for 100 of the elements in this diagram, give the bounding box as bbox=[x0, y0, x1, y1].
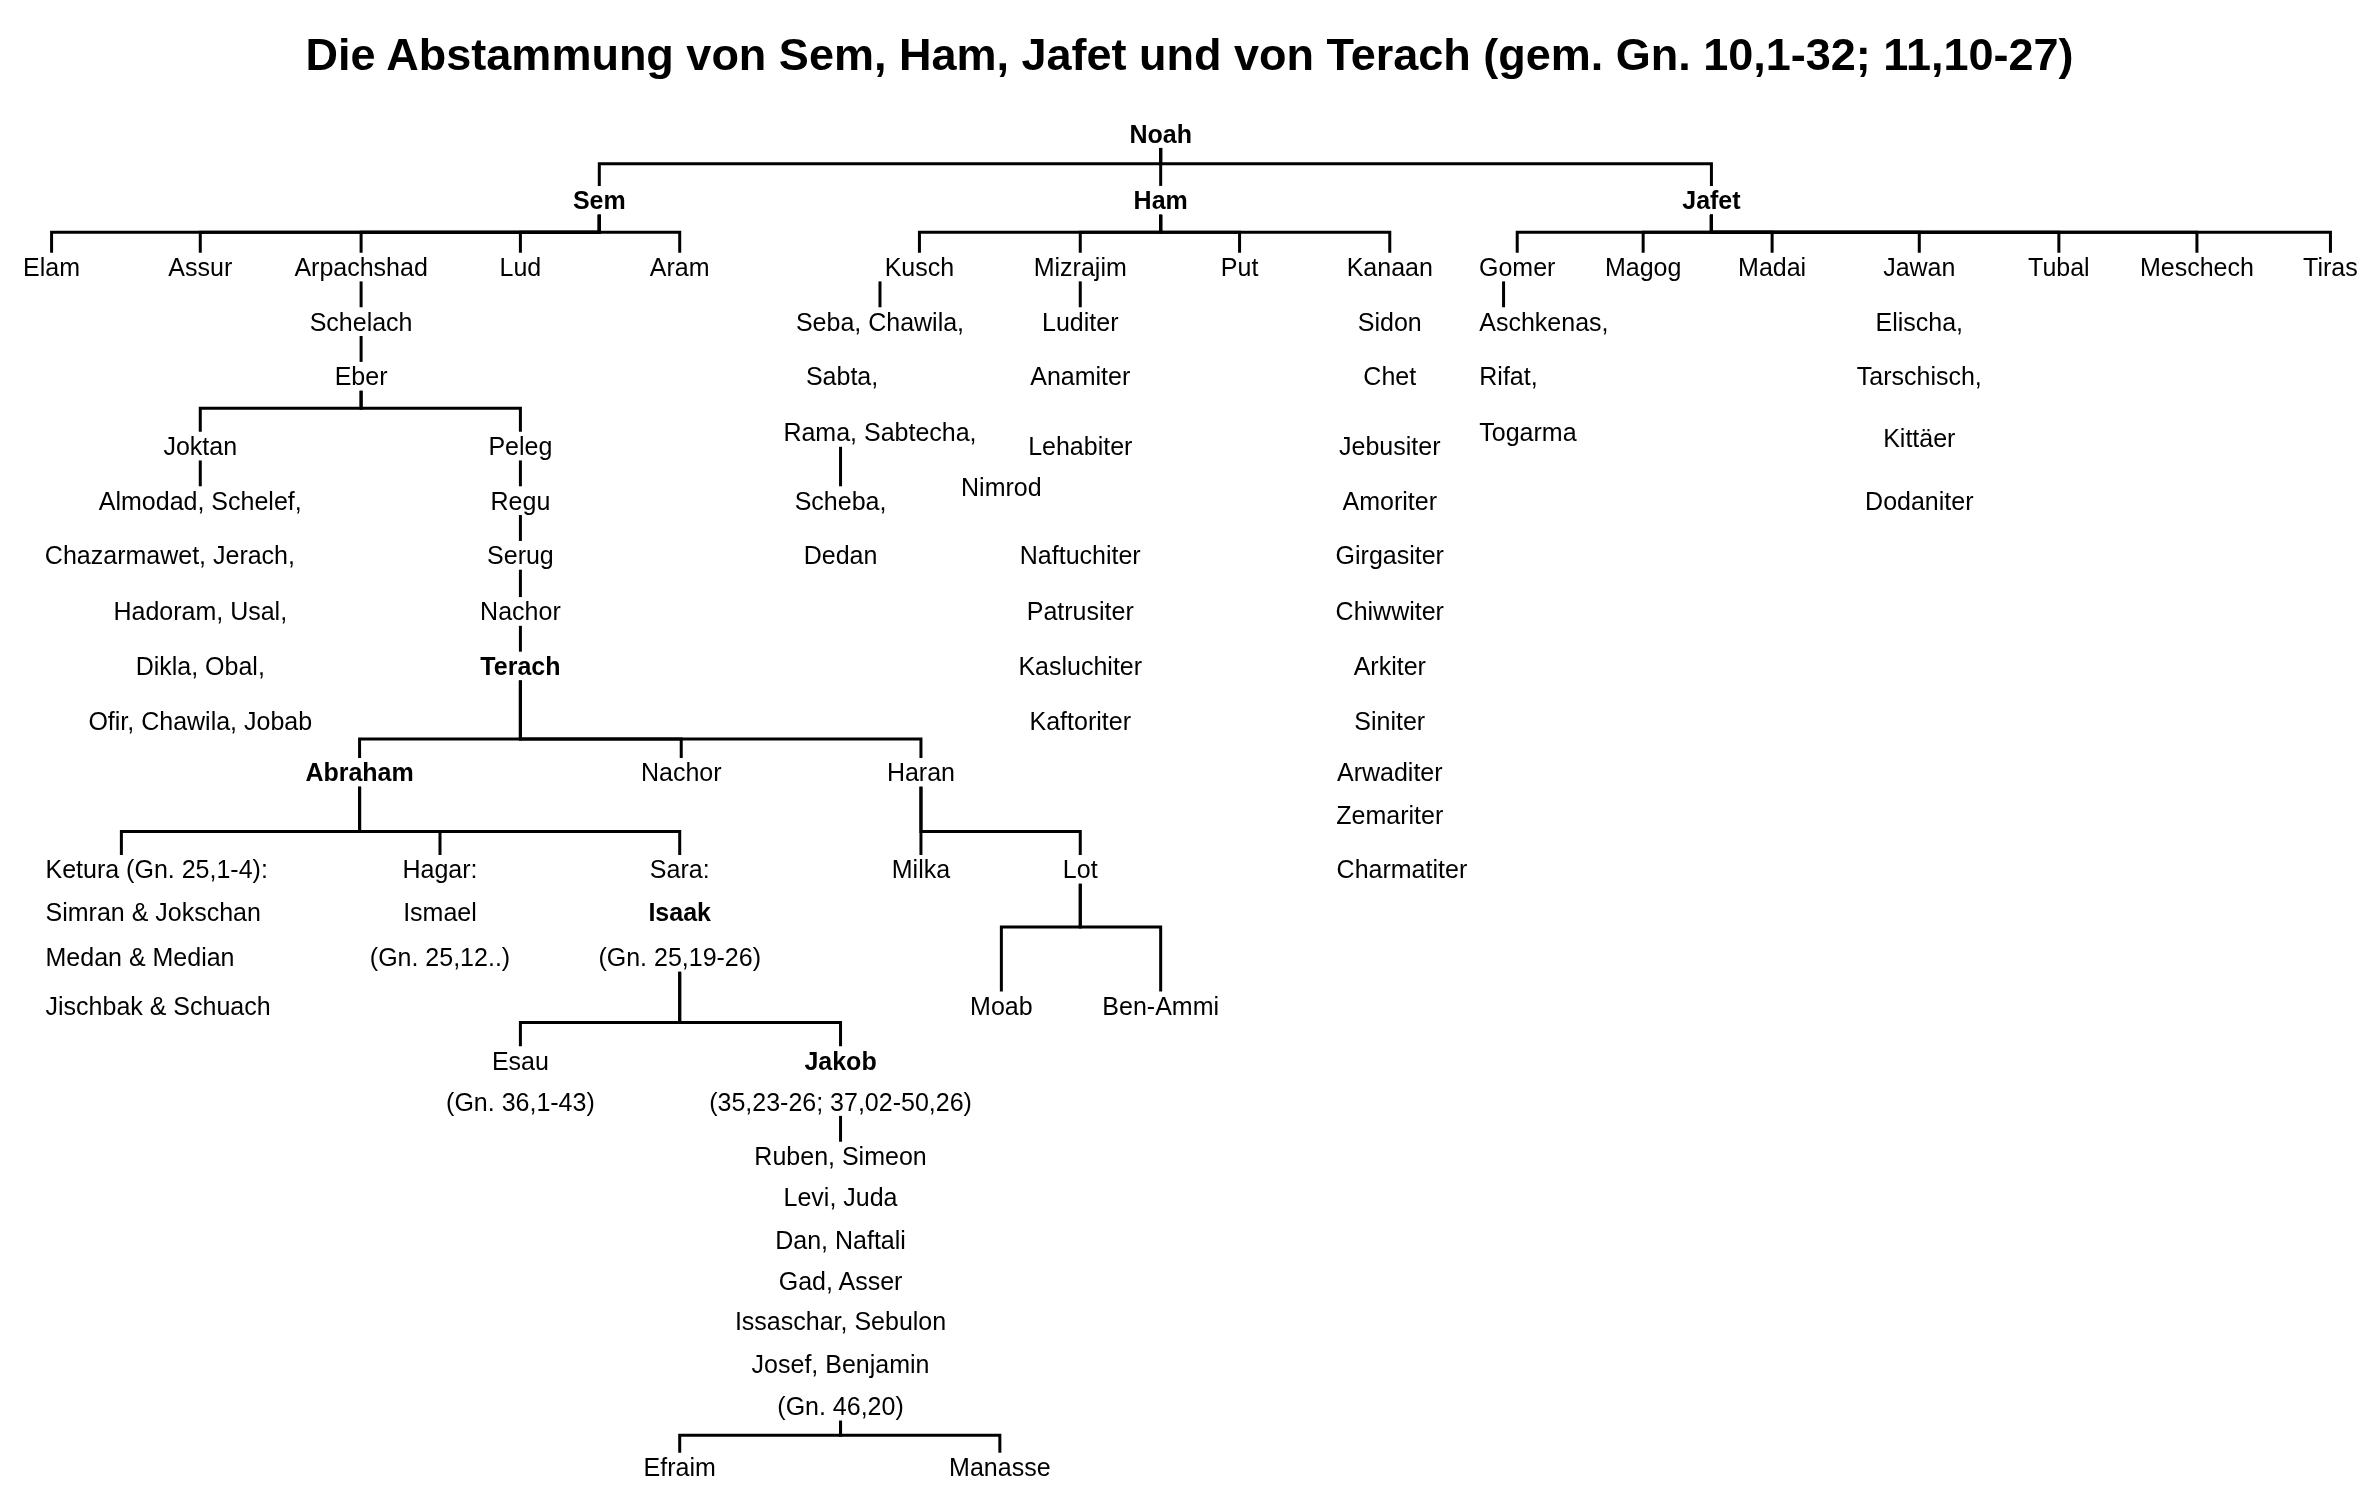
family-tree-entry: Kaftoriter bbox=[1029, 706, 1131, 736]
connector-line bbox=[518, 515, 522, 541]
family-tree-entry: Hagar: bbox=[402, 855, 478, 884]
family-tree-entry: Ketura (Gn. 25,1-4): bbox=[45, 855, 268, 884]
family-tree-entry: Siniter bbox=[1354, 706, 1426, 736]
family-tree-entry: Mizrajim bbox=[1033, 252, 1127, 282]
family-tree-entry: Lot bbox=[1062, 855, 1098, 884]
connector-line bbox=[518, 569, 522, 598]
connector-line bbox=[1159, 214, 1392, 253]
family-tree-entry: Togarma bbox=[1479, 418, 1577, 447]
family-tree-entry: Kasluchiter bbox=[1018, 651, 1143, 681]
connector-line bbox=[839, 1115, 843, 1142]
connector-line bbox=[839, 1420, 1002, 1453]
family-tree-entry: Kanaan bbox=[1346, 252, 1433, 282]
family-tree-entry: Put bbox=[1220, 252, 1259, 282]
family-tree-entry: Ofir, Chawila, Jobab bbox=[88, 706, 313, 736]
family-tree-entry: Ham bbox=[1133, 185, 1188, 215]
family-tree-entry: Ruben, Simeon bbox=[754, 1141, 927, 1171]
family-tree-entry: Regu bbox=[490, 486, 551, 516]
family-tree-entry: Aram bbox=[649, 252, 710, 282]
family-tree-entry: Jawan bbox=[1883, 252, 1956, 282]
family-tree-entry: Nachor bbox=[640, 757, 722, 787]
family-tree-entry: Tubal bbox=[2028, 252, 2090, 282]
connector-line bbox=[678, 971, 843, 1047]
family-tree-entry: Tarschisch, bbox=[1856, 361, 1982, 391]
connector-line bbox=[1078, 281, 1082, 308]
family-tree-entry: Isaak bbox=[648, 897, 711, 927]
family-tree-entry: Arwaditer bbox=[1336, 757, 1443, 787]
family-tree-entry: Chet bbox=[1363, 361, 1417, 391]
connector-line bbox=[1502, 281, 1506, 308]
family-tree-entry: Terach bbox=[480, 651, 561, 681]
family-tree-entry: Issaschar, Sebulon bbox=[734, 1307, 947, 1336]
family-tree-entry: Naftuchiter bbox=[1019, 540, 1141, 570]
family-tree-entry: Moab bbox=[970, 991, 1033, 1021]
family-tree-entry: (Gn. 25,12..) bbox=[369, 943, 511, 972]
family-tree-entry: Ben-Ammi bbox=[1102, 991, 1219, 1021]
diagram-title: Die Abstammung von Sem, Ham, Jafet und von Terach (gem. Gn. 10,1-32; 11,10-27) bbox=[304, 28, 2075, 82]
family-tree-entry: Amoriter bbox=[1342, 486, 1437, 516]
family-tree-entry: (Gn. 46,20) bbox=[777, 1392, 904, 1421]
family-tree-entry: Nimrod bbox=[961, 472, 1042, 502]
family-tree-entry: Serug bbox=[487, 540, 554, 570]
family-tree-entry: Hadoram, Usal, bbox=[113, 597, 288, 626]
family-tree-entry: Chiwwiter bbox=[1335, 597, 1444, 626]
family-tree-entry: Seba, Chawila, bbox=[795, 307, 965, 336]
family-tree-entry: Gad, Asser bbox=[778, 1266, 903, 1295]
family-tree-entry: Arpachshad bbox=[294, 252, 428, 282]
family-tree-entry: Jakob bbox=[804, 1046, 877, 1075]
connector-line bbox=[518, 460, 522, 487]
family-tree-entry: Abraham bbox=[305, 757, 414, 787]
connector-line bbox=[359, 281, 363, 308]
family-tree-entry: Levi, Juda bbox=[783, 1182, 898, 1212]
family-tree-entry: Milka bbox=[891, 855, 951, 884]
family-tree-entry: Simran & Jokschan bbox=[45, 897, 261, 927]
family-tree-entry: Magog bbox=[1604, 252, 1682, 282]
family-tree-entry: Anamiter bbox=[1030, 361, 1131, 391]
family-tree-entry: Zemariter bbox=[1336, 800, 1444, 830]
family-tree-entry: Girgasiter bbox=[1335, 540, 1444, 570]
family-tree-entry: Rama, Sabtecha, bbox=[783, 418, 977, 447]
family-tree-entry: Aschkenas, bbox=[1479, 307, 1609, 336]
family-tree-entry: Eber bbox=[334, 361, 388, 391]
family-tree-entry: Elischa, bbox=[1875, 307, 1964, 336]
family-tree-entry: Medan & Median bbox=[45, 943, 235, 972]
connector-line bbox=[518, 625, 522, 652]
family-tree-entry: Chazarmawet, Jerach, bbox=[44, 540, 295, 570]
family-tree-entry: Sem bbox=[572, 185, 626, 215]
family-tree-entry: Almodad, Schelef, bbox=[98, 486, 302, 516]
connector-line bbox=[839, 446, 843, 487]
family-tree-entry: Arkiter bbox=[1353, 651, 1426, 681]
connector-line bbox=[878, 281, 882, 308]
family-tree-entry: Madai bbox=[1738, 252, 1807, 282]
connector-line bbox=[919, 786, 1082, 855]
family-tree-entry: Kusch bbox=[884, 252, 955, 282]
connector-line bbox=[518, 680, 923, 758]
family-tree-entry: Elam bbox=[23, 252, 81, 282]
family-tree-entry: Manasse bbox=[949, 1452, 1051, 1482]
connector-line bbox=[1159, 147, 1713, 186]
family-tree-entry: Patrusiter bbox=[1026, 597, 1134, 626]
family-tree-entry: Kittäer bbox=[1883, 424, 1956, 453]
connector-line bbox=[359, 390, 522, 432]
family-tree-entry: Josef, Benjamin bbox=[751, 1349, 930, 1379]
family-tree-entry: Jafet bbox=[1682, 185, 1741, 215]
family-tree-entry: Jebusiter bbox=[1339, 431, 1441, 461]
family-tree-entry: Jischbak & Schuach bbox=[45, 991, 271, 1021]
family-tree-entry: Dikla, Obal, bbox=[135, 651, 265, 681]
connector-line bbox=[1709, 214, 2332, 253]
family-tree-entry: Esau bbox=[491, 1046, 549, 1075]
family-tree-entry: Dan, Naftali bbox=[775, 1225, 906, 1254]
family-tree-entry: Meschech bbox=[2139, 252, 2254, 282]
family-tree-entry: Sara: bbox=[649, 855, 710, 884]
family-tree-entry: (Gn. 25,19-26) bbox=[598, 943, 761, 972]
family-tree-entry: Dedan bbox=[803, 540, 878, 570]
family-tree-entry: Scheba, bbox=[794, 486, 887, 516]
family-tree-entry: Ismael bbox=[403, 897, 477, 927]
family-tree-entry: Haran bbox=[886, 757, 955, 787]
family-tree-entry: Luditer bbox=[1042, 307, 1119, 336]
family-tree-entry: Sabta, bbox=[805, 361, 879, 391]
connector-line bbox=[198, 460, 202, 487]
family-tree-entry: Schelach bbox=[309, 307, 413, 336]
connector-line bbox=[1078, 883, 1163, 992]
family-tree-entry: Efraim bbox=[643, 1452, 716, 1482]
